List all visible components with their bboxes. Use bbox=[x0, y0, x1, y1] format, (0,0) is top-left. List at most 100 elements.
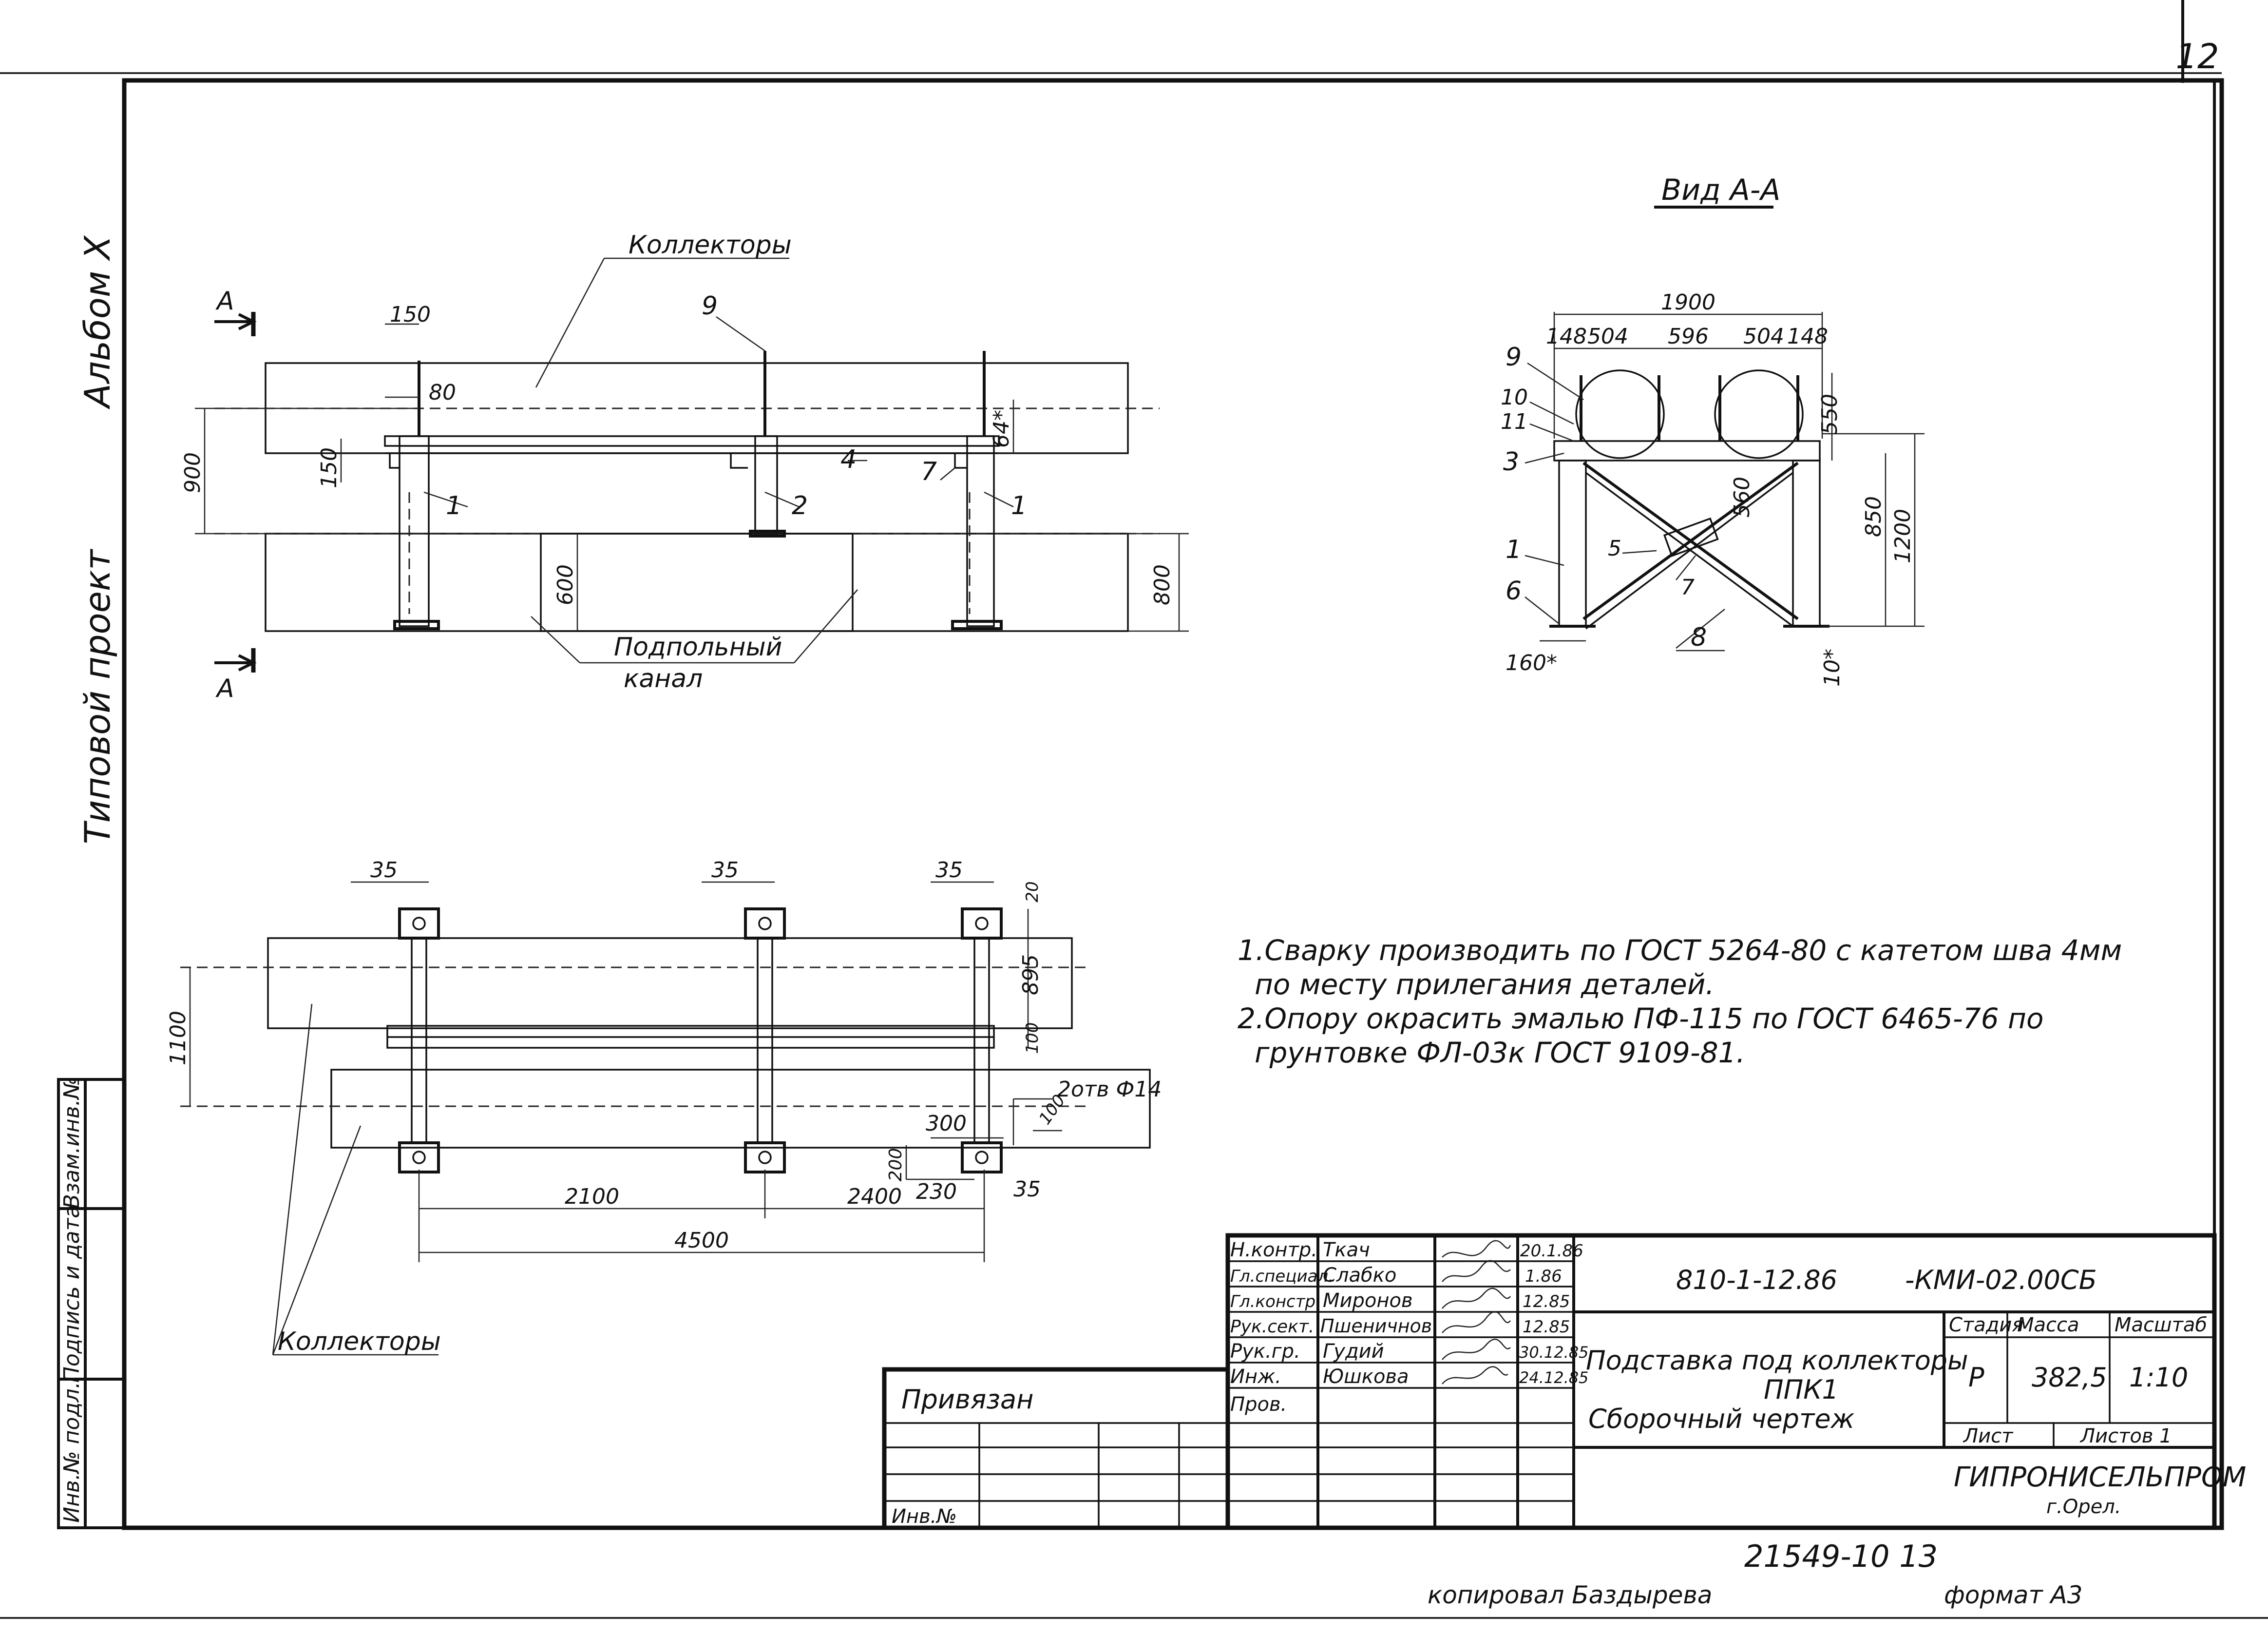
tb-name-3: Пшеничнов bbox=[1320, 1315, 1432, 1337]
notes: 1.Сварку производить по ГОСТ 5264-80 с к… bbox=[1238, 934, 2122, 1069]
plan-dim-100-top: 100 bbox=[1023, 1022, 1042, 1054]
front-section-mark-top: А bbox=[215, 287, 234, 316]
plan-label-collectors: Коллекторы bbox=[278, 1327, 441, 1356]
section-pos-6: 6 bbox=[1506, 577, 1522, 606]
side-stamp bbox=[57, 1078, 126, 1529]
note-line-4: грунтовке ФЛ-03к ГОСТ 9109-81. bbox=[1255, 1036, 1745, 1069]
section-pos-11: 11 bbox=[1501, 409, 1528, 434]
note-line-1: 1.Сварку производить по ГОСТ 5264-80 с к… bbox=[1238, 934, 2122, 967]
note-line-2: по месту прилегания деталей. bbox=[1255, 968, 1715, 1001]
front-dim-150-side: 150 bbox=[317, 447, 342, 488]
section-dim-148-left: 148 bbox=[1546, 324, 1587, 349]
front-pos-1-left: 1 bbox=[446, 491, 462, 520]
plan-dim-1100: 1100 bbox=[166, 1011, 191, 1065]
archive-number: 21549-10 13 bbox=[1744, 1539, 1938, 1574]
section-dim-560: 560 bbox=[1730, 477, 1754, 518]
plan-dim-35-c: 35 bbox=[935, 858, 963, 883]
section-pos-5: 5 bbox=[1608, 536, 1621, 561]
section-dim-550: 550 bbox=[1817, 394, 1842, 435]
front-dim-64: 64* bbox=[989, 410, 1014, 448]
front-dim-800: 800 bbox=[1150, 564, 1175, 605]
tb-role-2: Гл.констр. bbox=[1230, 1292, 1321, 1311]
front-section-mark-bottom: А bbox=[215, 674, 234, 703]
tb-designation: 810-1-12.86 bbox=[1676, 1265, 1837, 1295]
project-type-title: Типовой проект bbox=[77, 549, 118, 845]
section-title: Вид А-А bbox=[1661, 173, 1780, 207]
album-title: Альбом X bbox=[77, 235, 118, 409]
tb-sheet-label: Лист bbox=[1963, 1425, 2014, 1447]
plan-dim-4500: 4500 bbox=[674, 1228, 729, 1253]
section-dim-1900: 1900 bbox=[1661, 290, 1715, 315]
plan-dim-2100: 2100 bbox=[565, 1184, 619, 1209]
plan-dim-300: 300 bbox=[926, 1111, 967, 1136]
front-label-channel-1: Подпольный bbox=[614, 633, 782, 662]
section-dim-850: 850 bbox=[1861, 496, 1886, 537]
title-block bbox=[882, 1233, 2217, 1530]
front-dim-150-top: 150 bbox=[390, 302, 431, 327]
tb-name-0: Ткач bbox=[1323, 1239, 1370, 1261]
tb-mass-label: Масса bbox=[2017, 1314, 2079, 1336]
section-pos-7: 7 bbox=[1681, 575, 1695, 600]
front-pos-7: 7 bbox=[921, 457, 937, 486]
front-pos-1-right: 1 bbox=[1011, 491, 1027, 520]
section-view bbox=[1525, 206, 1925, 652]
front-dim-900: 900 bbox=[180, 452, 205, 493]
tb-scale: 1:10 bbox=[2129, 1362, 2188, 1393]
front-dim-600: 600 bbox=[553, 564, 578, 605]
plan-view bbox=[180, 881, 1151, 1356]
tb-date-5: 24.12.85 bbox=[1519, 1368, 1589, 1387]
section-dim-10: 10* bbox=[1820, 649, 1845, 687]
section-dim-160: 160* bbox=[1506, 651, 1557, 675]
front-dim-80: 80 bbox=[429, 380, 456, 405]
side-stamp-inv-replace: Взам.инв.№ bbox=[59, 1077, 84, 1209]
tb-date-1: 1.86 bbox=[1525, 1267, 1562, 1286]
front-label-channel-2: канал bbox=[624, 664, 703, 693]
tb-scale-label: Масштаб bbox=[2115, 1314, 2207, 1336]
tb-date-4: 30.12.85 bbox=[1519, 1343, 1589, 1362]
front-pos-2: 2 bbox=[792, 491, 808, 520]
section-dim-504-right: 504 bbox=[1743, 324, 1784, 349]
tb-city: г.Орел. bbox=[2046, 1496, 2121, 1518]
front-pos-9: 9 bbox=[702, 291, 718, 321]
tb-date-3: 12.85 bbox=[1523, 1317, 1570, 1337]
section-dim-504-left: 504 bbox=[1587, 324, 1628, 349]
plan-dim-200: 200 bbox=[886, 1148, 906, 1182]
tb-name-2: Миронов bbox=[1323, 1289, 1413, 1312]
front-pos-4: 4 bbox=[840, 445, 857, 474]
front-label-collectors: Коллекторы bbox=[629, 231, 792, 260]
section-dim-1200: 1200 bbox=[1890, 509, 1915, 563]
tb-role-6: Пров. bbox=[1230, 1393, 1287, 1416]
front-view bbox=[195, 257, 1189, 673]
section-dim-596: 596 bbox=[1668, 324, 1709, 349]
tb-role-3: Рук.сект. bbox=[1230, 1317, 1314, 1337]
tb-role-0: Н.контр. bbox=[1230, 1239, 1317, 1261]
copied-by: копировал Баздырева bbox=[1428, 1581, 1712, 1609]
section-pos-10: 10 bbox=[1501, 385, 1528, 410]
tb-attached: Привязан bbox=[901, 1384, 1033, 1415]
tb-role-5: Инж. bbox=[1230, 1366, 1281, 1388]
tb-title-line3: Сборочный чертеж bbox=[1588, 1404, 1855, 1434]
tb-title-line2: ППК1 bbox=[1764, 1374, 1839, 1405]
plan-holes: 2отв Ф14 bbox=[1057, 1077, 1162, 1102]
section-pos-3: 3 bbox=[1503, 447, 1519, 477]
plan-dim-20: 20 bbox=[1023, 881, 1042, 902]
tb-role-4: Рук.гр. bbox=[1230, 1340, 1300, 1363]
note-line-3: 2.Опору окрасить эмалью ПФ-115 по ГОСТ 6… bbox=[1238, 1002, 2043, 1035]
plan-dim-2400: 2400 bbox=[847, 1184, 902, 1209]
plan-dim-35-a: 35 bbox=[370, 858, 398, 883]
plan-dim-35-d: 35 bbox=[1013, 1177, 1041, 1202]
tb-organization: ГИПРОНИСЕЛЬПРОМ bbox=[1954, 1462, 2246, 1493]
section-pos-1: 1 bbox=[1506, 535, 1522, 564]
tb-role-1: Гл.специал. bbox=[1230, 1267, 1334, 1286]
section-pos-8: 8 bbox=[1691, 623, 1707, 652]
side-stamp-inv-orig: Инв.№ подл. bbox=[59, 1382, 84, 1523]
section-dim-148-right: 148 bbox=[1787, 324, 1828, 349]
tb-inv: Инв.№ bbox=[892, 1505, 957, 1528]
side-stamp-signature-date: Подпись и дата bbox=[59, 1205, 84, 1383]
page-number: 12 bbox=[2175, 37, 2219, 77]
plan-dim-895: 895 bbox=[1018, 954, 1043, 995]
tb-date-2: 12.85 bbox=[1523, 1292, 1570, 1311]
tb-name-5: Юшкова bbox=[1323, 1366, 1409, 1388]
tb-designation-suffix: -КМИ-02.00СБ bbox=[1905, 1265, 2097, 1295]
